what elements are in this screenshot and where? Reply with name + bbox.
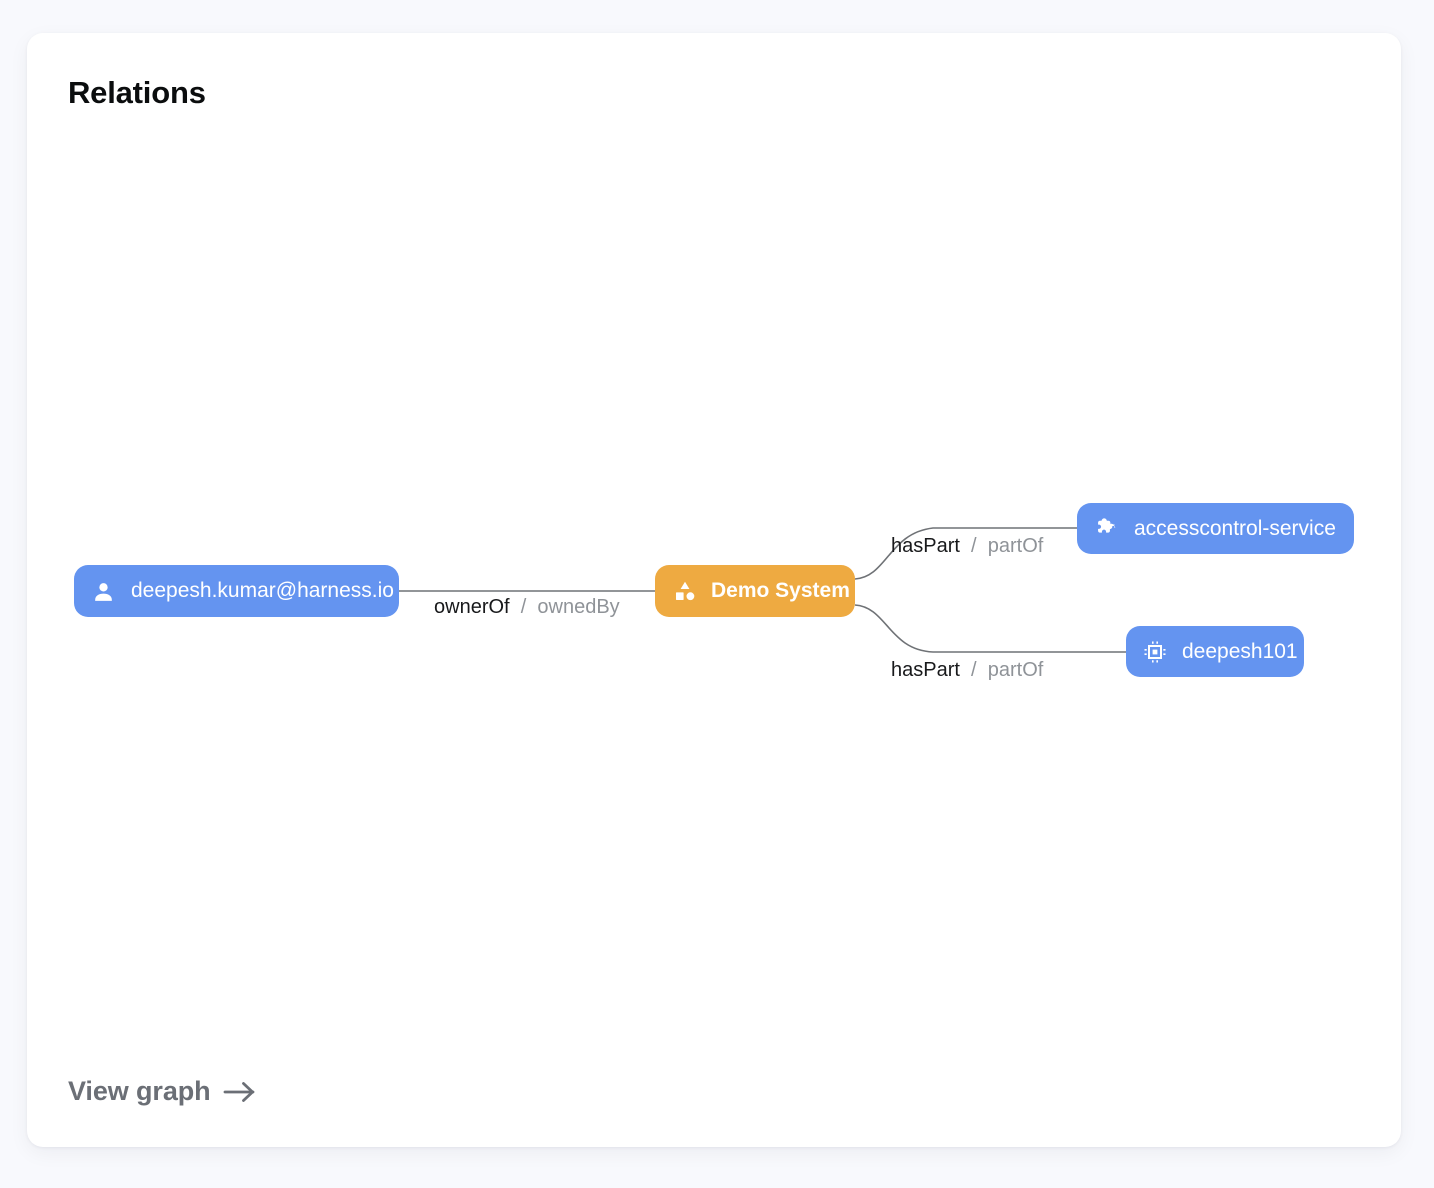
edge-label-forward: hasPart [891,535,960,557]
category-icon [673,579,697,603]
graph-node-resource[interactable]: deepesh101 [1126,626,1304,677]
edge-label-separator: / [515,596,532,618]
graph-node-component[interactable]: accesscontrol-service [1077,503,1354,554]
edge-label-separator: / [965,659,983,681]
puzzle-piece-icon [1094,516,1119,541]
edge-label-reverse: partOf [987,535,1044,557]
relations-card: Relations deepesh.kumar@harness.io [27,33,1401,1147]
graph-node-label: deepesh.kumar@harness.io [131,579,394,602]
view-graph-label: View graph [68,1076,211,1106]
edge-path-haspart-resource [854,604,1126,653]
edge-label-forward: hasPart [891,659,960,681]
edge-label-forward: ownerOf [434,596,510,618]
edge-label-haspart-resource: hasPart / partOf [891,660,1043,680]
view-graph-link[interactable]: View graph [68,1076,257,1107]
edge-label-separator: / [965,535,983,557]
graph-node-user[interactable]: deepesh.kumar@harness.io [74,565,399,617]
person-icon [91,579,116,604]
graph-node-label: accesscontrol-service [1134,516,1336,540]
relations-graph-canvas[interactable]: deepesh.kumar@harness.io Demo System acc… [27,33,1401,1147]
graph-node-label: Demo System [711,579,850,602]
edge-label-reverse: ownedBy [537,596,620,618]
page-title: Relations [68,75,206,110]
graph-node-label: deepesh101 [1182,639,1298,663]
edge-label-ownerof: ownerOf / ownedBy [434,597,620,617]
graph-node-system[interactable]: Demo System [655,565,855,617]
edge-label-haspart-component: hasPart / partOf [891,536,1043,556]
chip-icon [1143,640,1167,664]
edge-label-reverse: partOf [987,659,1044,681]
arrow-right-icon [223,1078,257,1106]
